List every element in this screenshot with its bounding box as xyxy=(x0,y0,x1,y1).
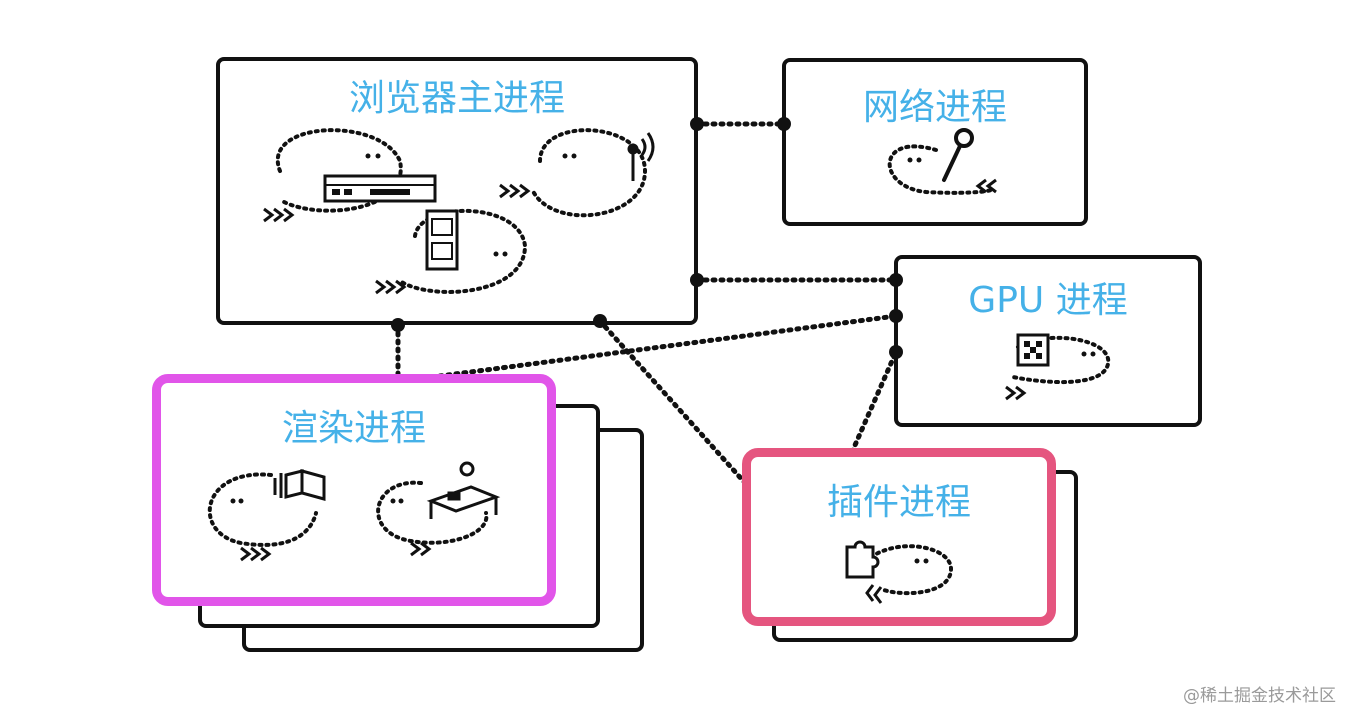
antenna-icon xyxy=(627,132,655,181)
gpu-process-box: GPU 进程 xyxy=(894,255,1202,427)
wrench-icon xyxy=(942,128,974,182)
chevrons-icon xyxy=(975,178,997,194)
network-process-illustration xyxy=(887,128,997,195)
connector-plugin-gpu xyxy=(849,349,899,455)
network-process-title: 网络进程 xyxy=(862,87,1007,128)
plugin-process-box: 插件进程 xyxy=(742,448,1056,626)
puzzle-icon xyxy=(845,540,880,579)
renderer-process-title: 渲染进程 xyxy=(281,408,426,449)
renderer-process-box: 渲染进程 xyxy=(152,374,556,606)
browser-process-illustration xyxy=(263,128,655,295)
renderer-process-illustration xyxy=(207,461,501,562)
server-icon xyxy=(323,174,437,203)
chip-grid-icon xyxy=(1016,333,1050,367)
chevrons-icon xyxy=(375,279,407,295)
filing-cabinet-icon xyxy=(425,209,459,271)
network-process-box: 网络进程 xyxy=(782,58,1088,226)
watermark: @稀土掘金技术社区 xyxy=(1183,686,1336,706)
gpu-process-illustration xyxy=(1005,333,1111,401)
desk-icon xyxy=(426,461,501,519)
book-icon xyxy=(273,469,326,501)
chevrons-icon xyxy=(865,584,883,604)
chevrons-icon xyxy=(263,207,295,223)
browser-process-title: 浏览器主进程 xyxy=(348,78,565,119)
connector-browser-plugin xyxy=(597,318,749,487)
connector-renderer-gpu xyxy=(437,313,899,379)
browser-process-box: 浏览器主进程 xyxy=(216,57,698,325)
chevrons-icon xyxy=(240,546,272,562)
chevrons-icon xyxy=(499,183,531,199)
chevrons-icon xyxy=(410,541,432,557)
plugin-process-illustration xyxy=(845,540,954,604)
plugin-process-title: 插件进程 xyxy=(826,482,971,523)
gpu-process-title: GPU 进程 xyxy=(968,280,1128,321)
